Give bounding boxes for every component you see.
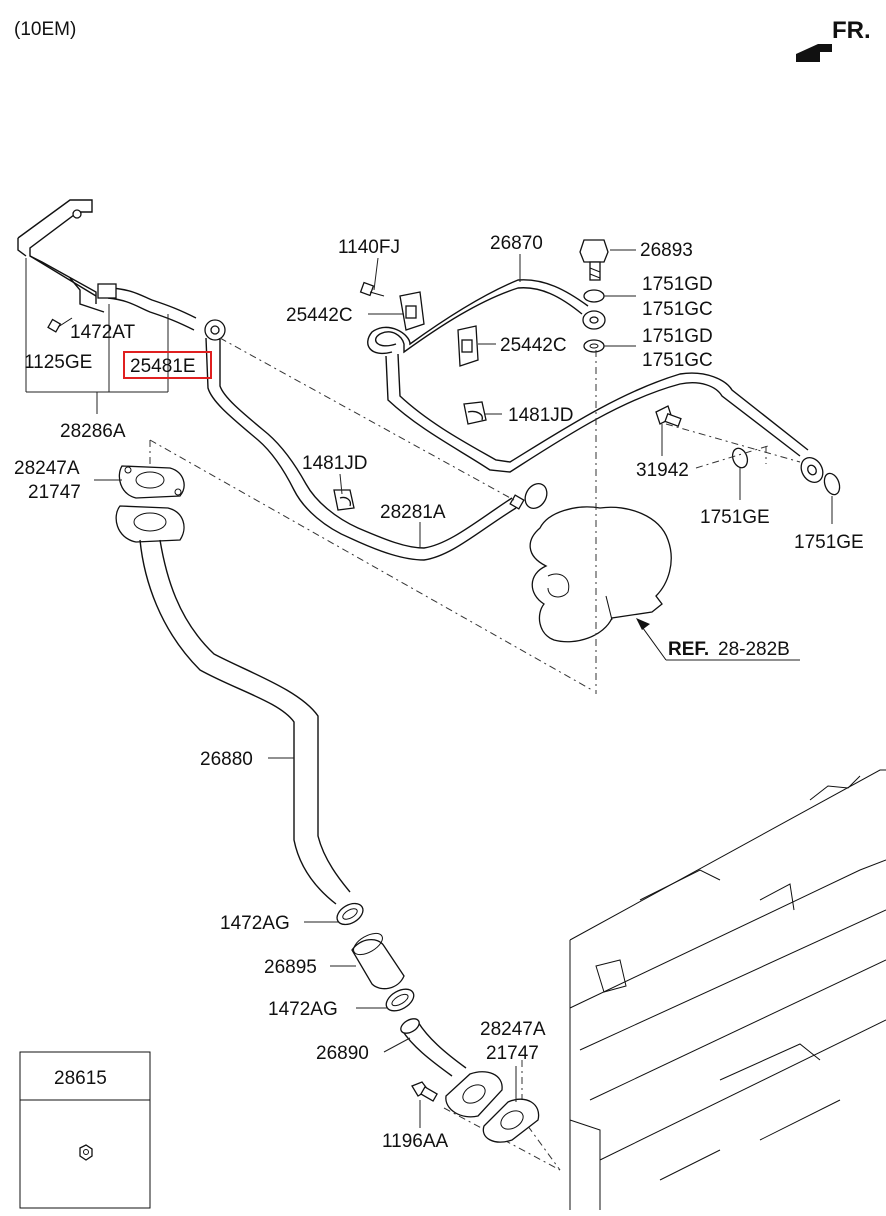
label-1140FJ[interactable]: 1140FJ [338, 237, 400, 258]
clip-25442C-upper-icon [399, 291, 425, 331]
clamp-1472AG-lower-icon [385, 988, 415, 1012]
label-1751GD-lower[interactable]: 1751GD [642, 326, 713, 347]
gasket-28247A-upper-icon[interactable] [118, 465, 185, 499]
label-26880[interactable]: 26880 [200, 749, 253, 770]
pipe-26890[interactable] [398, 1016, 503, 1118]
washer-1751GD-lower-icon [583, 339, 605, 353]
clip-1481JD-lower-icon [333, 489, 355, 511]
label-28247A-upper[interactable]: 28247A [14, 458, 80, 479]
label-25442C-middle[interactable]: 25442C [500, 335, 567, 356]
dashline-d [665, 423, 801, 463]
clamp-1472AG-upper-icon [336, 902, 364, 926]
label-1472AG-upper[interactable]: 1472AG [220, 913, 290, 934]
pipe-28281A[interactable] [204, 319, 551, 561]
washer-1751GE-b-icon [823, 472, 841, 496]
label-26895[interactable]: 26895 [264, 957, 317, 978]
inset-part-number: 28615 [54, 1068, 107, 1089]
pipe-26870[interactable] [367, 279, 827, 486]
front-direction-label: FR. [832, 17, 871, 44]
washer-1751GD-upper-icon [583, 289, 605, 303]
label-28247A-lower[interactable]: 28247A [480, 1019, 546, 1040]
label-1481JD-lower[interactable]: 1481JD [302, 453, 368, 474]
label-1472AT[interactable]: 1472AT [70, 322, 136, 343]
label-26893[interactable]: 26893 [640, 240, 693, 261]
clip-1481JD-upper-icon [463, 401, 487, 425]
label-25481E[interactable]: 25481E [130, 356, 196, 377]
dashline-b [149, 439, 593, 691]
ref-label[interactable]: REF. [668, 639, 709, 660]
gasket-28247A-lower-icon[interactable] [482, 1098, 540, 1143]
label-1751GC-upper[interactable]: 1751GC [642, 299, 713, 320]
front-arrow-icon [796, 44, 832, 62]
label-25442C-upper[interactable]: 25442C [286, 305, 353, 326]
flange-21747-upper-icon[interactable] [115, 505, 185, 543]
label-26890[interactable]: 26890 [316, 1043, 369, 1064]
label-28286A[interactable]: 28286A [60, 421, 126, 442]
highlight-box [123, 351, 212, 379]
engine-block-outline [569, 769, 886, 1210]
ref-arrow-icon [636, 618, 650, 630]
label-21747-lower[interactable]: 21747 [486, 1043, 539, 1064]
label-1481JD-upper[interactable]: 1481JD [508, 405, 574, 426]
hose-26895[interactable] [350, 929, 405, 990]
ref-number[interactable]: 28-282B [718, 639, 790, 660]
dashline-a [219, 337, 515, 501]
label-1751GD-upper[interactable]: 1751GD [642, 274, 713, 295]
label-31942[interactable]: 31942 [636, 460, 689, 481]
label-26870[interactable]: 26870 [490, 233, 543, 254]
label-1196AA[interactable]: 1196AA [382, 1131, 449, 1152]
label-28281A[interactable]: 28281A [380, 502, 446, 523]
pipe-26880[interactable] [139, 539, 351, 905]
inset-28615[interactable]: 28615 [19, 1051, 151, 1209]
bolt-31942-icon [655, 405, 682, 427]
label-1125GE[interactable]: 1125GE [24, 352, 92, 373]
bolt-1196AA-icon [411, 1081, 438, 1102]
label-1751GC-lower[interactable]: 1751GC [642, 350, 713, 371]
bracket-tube-28286A[interactable] [17, 199, 197, 331]
washer-1751GE-a-icon [731, 447, 749, 469]
bolt-1140FJ-icon [359, 281, 385, 297]
label-1751GE-b[interactable]: 1751GE [794, 532, 864, 553]
turbocharger-outline [529, 506, 672, 643]
clip-25442C-middle-icon [457, 325, 479, 367]
engine-code: (10EM) [14, 19, 76, 40]
nut-28615-icon [79, 1144, 93, 1161]
bolt-26893-icon [579, 239, 609, 281]
label-1472AG-lower[interactable]: 1472AG [268, 999, 338, 1020]
label-21747-upper[interactable]: 21747 [28, 482, 81, 503]
label-1751GE-a[interactable]: 1751GE [700, 507, 770, 528]
bolt-1125GE-icon [47, 317, 73, 333]
